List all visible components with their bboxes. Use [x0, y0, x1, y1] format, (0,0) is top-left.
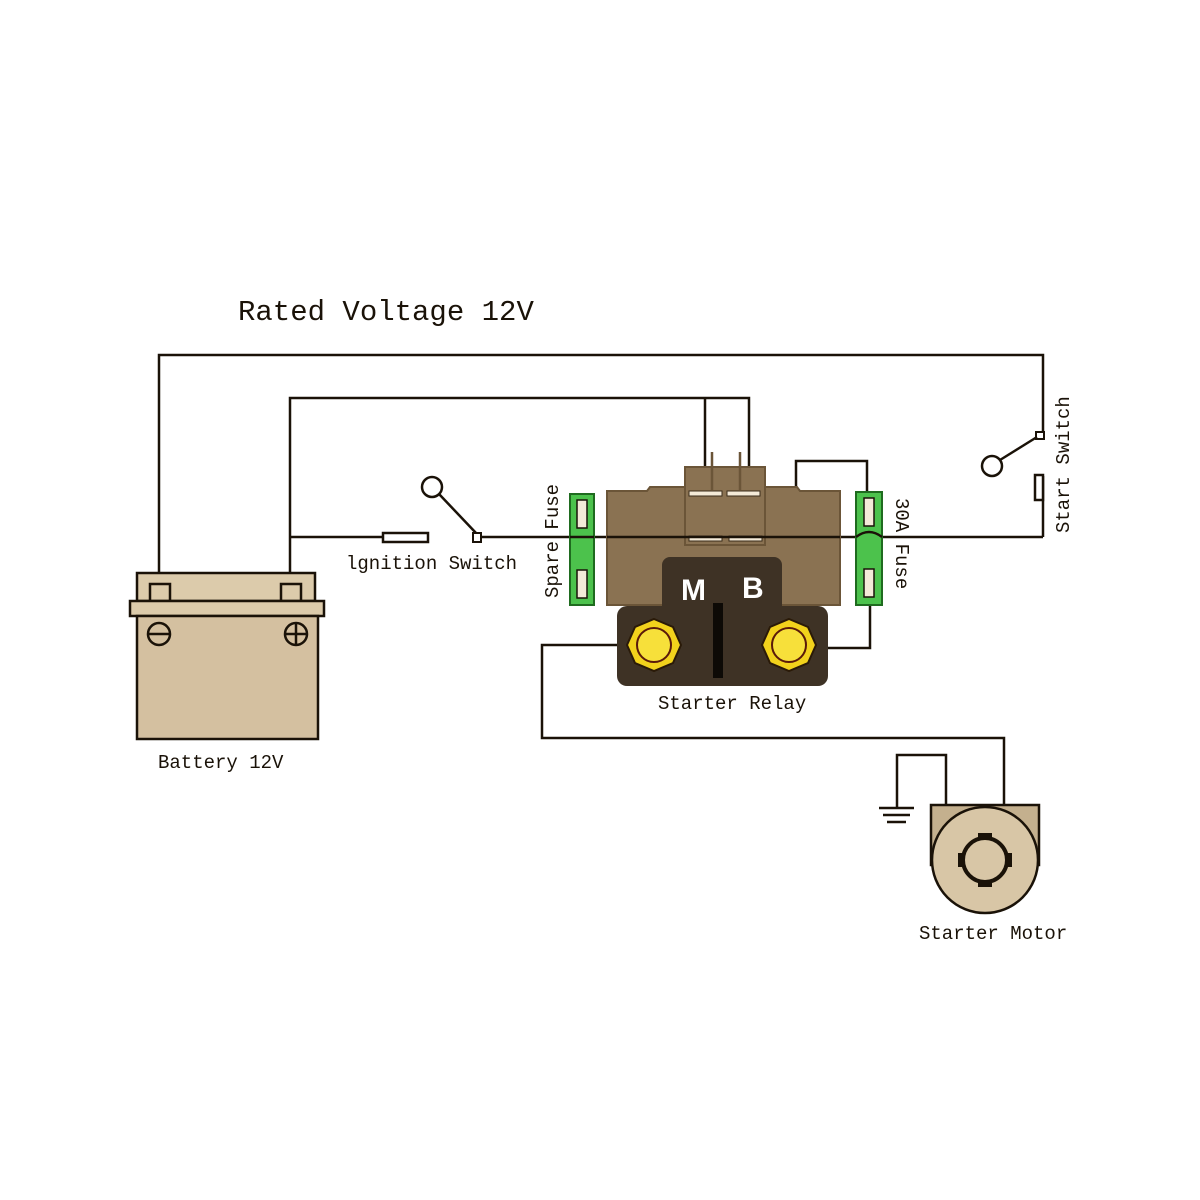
start-switch[interactable] — [980, 431, 1045, 502]
spare-fuse-label: Spare Fuse — [542, 484, 564, 598]
starter-motor-label: Starter Motor — [919, 923, 1067, 945]
wire-m-terminal-to-motor — [540, 643, 1006, 805]
plus-icon — [283, 621, 309, 647]
battery — [128, 571, 326, 741]
wire-ground — [895, 753, 948, 808]
ignition-contact — [381, 531, 430, 544]
battery-label: Battery 12V — [158, 752, 284, 774]
minus-icon — [146, 621, 172, 647]
starter-relay: M B — [606, 452, 841, 686]
wire-fuse-to-b-terminal — [828, 605, 872, 650]
starter-relay-label: Starter Relay — [658, 693, 806, 715]
switch-knob-icon — [420, 475, 444, 499]
start-switch-label: Start Switch — [1053, 396, 1075, 533]
battery-positive-post — [279, 582, 303, 603]
ground-icon — [879, 806, 914, 824]
terminal-b[interactable] — [760, 617, 818, 673]
terminal-b-label: B — [742, 572, 764, 605]
ignition-switch[interactable] — [381, 475, 482, 544]
terminal-m[interactable] — [625, 617, 683, 673]
start-switch-contact — [1033, 473, 1045, 502]
switch-knob-icon — [980, 454, 1004, 478]
battery-negative-post — [148, 582, 172, 603]
terminal-m-label: M — [681, 574, 706, 607]
wire-battery-neg-to-start-switch — [157, 353, 1045, 585]
starter-motor — [929, 803, 1041, 915]
diagram-title: Rated Voltage 12V — [238, 296, 534, 329]
ignition-switch-label: lgnition Switch — [346, 553, 517, 575]
wire-battery-pos-to-relay — [288, 396, 751, 585]
fuse-30a[interactable] — [855, 491, 883, 606]
relay-slot — [713, 603, 723, 678]
fuse-30a-label: 30A Fuse — [890, 498, 912, 589]
spare-fuse[interactable] — [569, 493, 595, 606]
